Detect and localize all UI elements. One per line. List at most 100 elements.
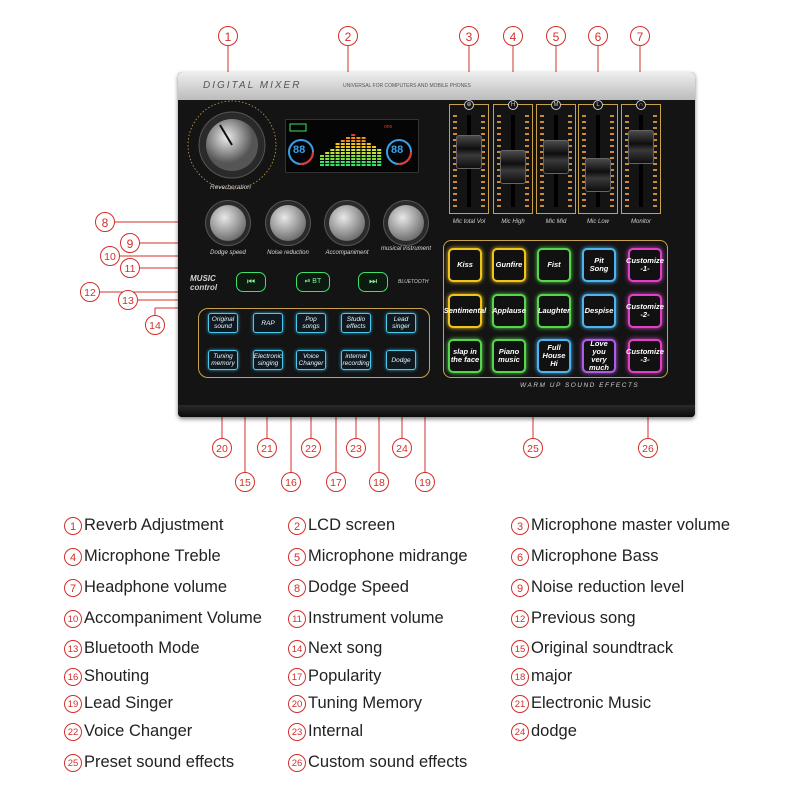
knob-label-4: musical instrument bbox=[380, 246, 431, 252]
legend-number: 24 bbox=[511, 722, 529, 741]
sound-pad-7[interactable]: Laughter bbox=[537, 294, 571, 328]
effect-button-top-4[interactable]: Studio effects bbox=[341, 313, 371, 333]
sound-pad-5[interactable]: Sentimental bbox=[444, 294, 486, 328]
effect-button-bottom-5[interactable]: Dodge bbox=[386, 350, 416, 370]
sound-pad-8[interactable]: Despise bbox=[582, 294, 616, 328]
fader-thumb-5[interactable] bbox=[628, 130, 654, 164]
legend-number: 9 bbox=[511, 578, 529, 597]
next-song-button[interactable]: ⏭ bbox=[358, 272, 388, 292]
callout-18: 18 bbox=[369, 472, 389, 492]
custom-pad-2[interactable]: Customize -2- bbox=[626, 294, 664, 328]
legend-number: 17 bbox=[288, 667, 306, 686]
legend-text: Microphone Treble bbox=[84, 547, 221, 565]
fader-scale-2-1 bbox=[497, 115, 501, 207]
knob-2[interactable] bbox=[270, 205, 306, 241]
legend-text: dodge bbox=[531, 722, 577, 740]
sound-pad-3[interactable]: Fist bbox=[537, 248, 571, 282]
prev-song-button[interactable]: ⏮ bbox=[236, 272, 266, 292]
effect-button-bottom-1[interactable]: Tuning memory bbox=[208, 350, 238, 370]
legend-number: 25 bbox=[64, 753, 82, 772]
music-control-label: MUSIC control bbox=[190, 274, 218, 292]
effect-button-bottom-4[interactable]: internal recording bbox=[341, 350, 371, 370]
custom-pad-1[interactable]: Customize -1- bbox=[626, 248, 664, 282]
tagline: UNIVERSAL FOR COMPUTERS AND MOBILE PHONE… bbox=[343, 83, 471, 89]
fader-thumb-3[interactable] bbox=[543, 140, 569, 174]
fader-cap-3: M bbox=[551, 100, 561, 110]
legend-number: 16 bbox=[64, 667, 82, 686]
sound-pad-12[interactable]: Love you very much bbox=[582, 339, 616, 373]
legend-text: Bluetooth Mode bbox=[84, 639, 200, 657]
callout-17: 17 bbox=[326, 472, 346, 492]
callout-11: 11 bbox=[120, 258, 140, 278]
sound-pad-1[interactable]: Kiss bbox=[448, 248, 482, 282]
legend-number: 11 bbox=[288, 609, 306, 628]
knob-3[interactable] bbox=[329, 205, 365, 241]
legend-number: 20 bbox=[288, 694, 306, 713]
fader-scale-4-1 bbox=[582, 115, 586, 207]
callout-15: 15 bbox=[235, 472, 255, 492]
fader-thumb-4[interactable] bbox=[585, 158, 611, 192]
callout-2: 2 bbox=[338, 26, 358, 46]
legend-number: 7 bbox=[64, 578, 82, 597]
legend-number: 21 bbox=[511, 694, 529, 713]
sound-pad-2[interactable]: Gunfire bbox=[492, 248, 526, 282]
legend-number: 8 bbox=[288, 578, 306, 597]
legend-text: Internal bbox=[308, 722, 364, 740]
fader-scale-1-2 bbox=[481, 115, 485, 207]
effect-button-top-3[interactable]: Pop songs bbox=[296, 313, 326, 333]
fader-thumb-2[interactable] bbox=[500, 150, 526, 184]
fader-thumb-1[interactable] bbox=[456, 135, 482, 169]
sound-pad-11[interactable]: Full House Hi bbox=[537, 339, 571, 373]
sound-pad-6[interactable]: Applause bbox=[492, 294, 526, 328]
callout-10: 10 bbox=[100, 246, 120, 266]
callout-19: 19 bbox=[415, 472, 435, 492]
reverb-knob[interactable] bbox=[182, 95, 282, 195]
effect-button-top-2[interactable]: RAP bbox=[253, 313, 283, 333]
fader-scale-4-2 bbox=[610, 115, 614, 207]
effect-button-bottom-2[interactable]: Electronic singing bbox=[253, 350, 283, 370]
effect-button-bottom-3[interactable]: Voice Changer bbox=[296, 350, 326, 370]
sound-pad-9[interactable]: slap in the face bbox=[448, 339, 482, 373]
fader-scale-5-2 bbox=[653, 115, 657, 207]
fader-cap-5: ∩ bbox=[636, 100, 646, 110]
sound-pad-10[interactable]: Piano music bbox=[492, 339, 526, 373]
legend-text: Preset sound effects bbox=[84, 753, 235, 771]
legend-number: 15 bbox=[511, 639, 529, 658]
knob-4[interactable] bbox=[388, 205, 424, 241]
legend-number: 10 bbox=[64, 609, 82, 628]
fader-scale-3-2 bbox=[568, 115, 572, 207]
callout-23: 23 bbox=[346, 438, 366, 458]
legend-text: Microphone master volume bbox=[531, 516, 730, 534]
callout-20: 20 bbox=[212, 438, 232, 458]
lcd-indicator: ono bbox=[384, 124, 393, 130]
effect-button-top-5[interactable]: Lead singer bbox=[386, 313, 416, 333]
legend-text: Voice Changer bbox=[84, 722, 193, 740]
knob-label-1: Dodge speed bbox=[210, 250, 246, 256]
custom-pad-3[interactable]: Customize -3- bbox=[626, 339, 664, 373]
callout-12: 12 bbox=[80, 282, 100, 302]
knob-1[interactable] bbox=[210, 205, 246, 241]
legend-text: Microphone Bass bbox=[531, 547, 659, 565]
legend-number: 6 bbox=[511, 547, 529, 566]
legend-text: Popularity bbox=[308, 667, 382, 685]
sound-pad-4[interactable]: Pit Song bbox=[582, 248, 616, 282]
callout-24: 24 bbox=[392, 438, 412, 458]
legend-text: Shouting bbox=[84, 667, 150, 685]
effect-button-top-1[interactable]: Original sound bbox=[208, 313, 238, 333]
bluetooth-mode-button[interactable]: ⏯ BT bbox=[296, 272, 330, 292]
callout-26: 26 bbox=[638, 438, 658, 458]
